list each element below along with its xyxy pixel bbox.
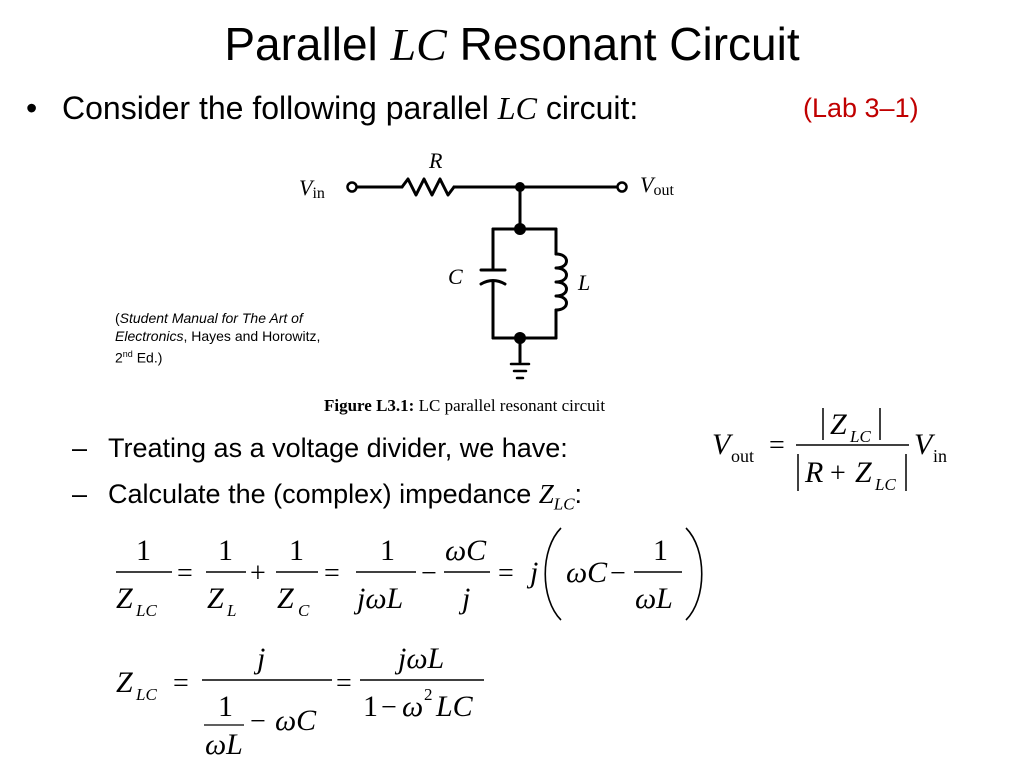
- svg-text:out: out: [731, 446, 754, 466]
- equation-zlc: Z LC = j 1 ωL − ωC = jωL 1 − ω 2 LC: [116, 642, 484, 761]
- svg-text:LC: LC: [874, 475, 896, 494]
- bullet-dot-icon: •: [26, 90, 38, 126]
- svg-text:=: =: [336, 668, 352, 699]
- svg-text:−: −: [421, 558, 437, 589]
- svg-text:Z: Z: [116, 582, 133, 615]
- vin-terminal: [346, 181, 358, 193]
- svg-text:Z: Z: [830, 408, 847, 441]
- equation-voltage-divider: V out = Z LC R + Z LC V in: [712, 408, 947, 494]
- sub-bullet-impedance: –Calculate the (complex) impedance ZLC:: [72, 479, 583, 514]
- svg-text:1: 1: [136, 534, 151, 567]
- bullet-consider: • Consider the following parallel LC circ…: [26, 86, 638, 130]
- svg-text:Z: Z: [855, 456, 872, 489]
- svg-text:L: L: [226, 601, 236, 620]
- svg-text:ω: ω: [402, 690, 423, 723]
- svg-text:1: 1: [363, 690, 378, 723]
- title-prefix: Parallel: [224, 18, 391, 70]
- svg-text:LC: LC: [135, 601, 157, 620]
- node-dot: [514, 332, 526, 344]
- title-suffix: Resonant Circuit: [446, 18, 800, 70]
- svg-text:=: =: [324, 558, 340, 589]
- svg-text:+: +: [830, 458, 846, 489]
- svg-text:1: 1: [289, 534, 304, 567]
- svg-text:ωC: ωC: [445, 534, 487, 567]
- svg-text:jωL: jωL: [353, 582, 403, 615]
- svg-text:−: −: [250, 706, 266, 737]
- lc-circuit-diagram: R C L Vin Vout: [299, 148, 674, 380]
- svg-text:V: V: [914, 428, 936, 461]
- svg-text:1: 1: [218, 690, 233, 723]
- svg-text:=: =: [769, 430, 785, 461]
- equation-admittance: 1 Z LC = 1 Z L + 1 Z C = 1 jωL − ωC j = …: [116, 527, 703, 621]
- inductor-icon: [554, 252, 568, 312]
- label-vout: Vout: [640, 172, 674, 199]
- svg-text:Z: Z: [207, 582, 224, 615]
- title-lc: LC: [390, 19, 447, 70]
- figure-caption-text: LC parallel resonant circuit: [414, 396, 606, 415]
- svg-text:1: 1: [380, 534, 395, 567]
- lab-reference: (Lab 3–1): [803, 93, 919, 123]
- svg-text:−: −: [610, 558, 626, 589]
- bullet1-text: Consider the following parallel: [62, 90, 498, 126]
- svg-text:j: j: [458, 582, 470, 615]
- resistor-icon: [400, 177, 456, 197]
- citation-book-title: Student Manual for The Art of Electronic…: [115, 310, 303, 344]
- label-l: L: [577, 270, 590, 295]
- svg-text:ωC: ωC: [566, 556, 608, 589]
- svg-text:−: −: [381, 692, 397, 723]
- bullet1-suffix: circuit:: [536, 90, 639, 126]
- figure-caption: Figure L3.1: LC parallel resonant circui…: [324, 396, 605, 416]
- svg-text:=: =: [173, 668, 189, 699]
- svg-text:jωL: jωL: [394, 642, 444, 675]
- svg-text:=: =: [498, 558, 514, 589]
- slide-title: Parallel LC Resonant Circuit: [0, 14, 1024, 75]
- label-r: R: [428, 148, 443, 173]
- svg-text:R: R: [804, 456, 823, 489]
- bullet1-lc: LC: [497, 90, 537, 126]
- svg-text:j: j: [253, 642, 265, 675]
- svg-text:ωL: ωL: [205, 728, 243, 761]
- svg-text:ωC: ωC: [275, 704, 317, 737]
- svg-text:LC: LC: [135, 685, 157, 704]
- svg-text:=: =: [177, 558, 193, 589]
- svg-text:V: V: [712, 428, 734, 461]
- svg-text:+: +: [250, 558, 266, 589]
- svg-text:1: 1: [218, 534, 233, 567]
- svg-text:Z: Z: [277, 582, 294, 615]
- node-dot: [515, 182, 525, 192]
- svg-text:2: 2: [424, 685, 433, 704]
- svg-text:in: in: [933, 446, 947, 466]
- sub-bullet-voltage-divider: –Treating as a voltage divider, we have:: [72, 433, 568, 463]
- svg-text:LC: LC: [435, 690, 474, 723]
- label-c: C: [448, 264, 463, 289]
- label-vin: Vin: [299, 175, 325, 202]
- svg-text:j: j: [526, 556, 538, 589]
- svg-text:LC: LC: [849, 427, 871, 446]
- svg-text:1: 1: [653, 534, 668, 567]
- vout-terminal: [616, 181, 628, 193]
- svg-text:ωL: ωL: [635, 582, 673, 615]
- citation-note: (Student Manual for The Art of Electroni…: [115, 310, 321, 366]
- node-dot: [514, 223, 526, 235]
- svg-text:C: C: [298, 601, 310, 620]
- figure-label: Figure L3.1:: [324, 396, 415, 415]
- svg-text:Z: Z: [116, 666, 133, 699]
